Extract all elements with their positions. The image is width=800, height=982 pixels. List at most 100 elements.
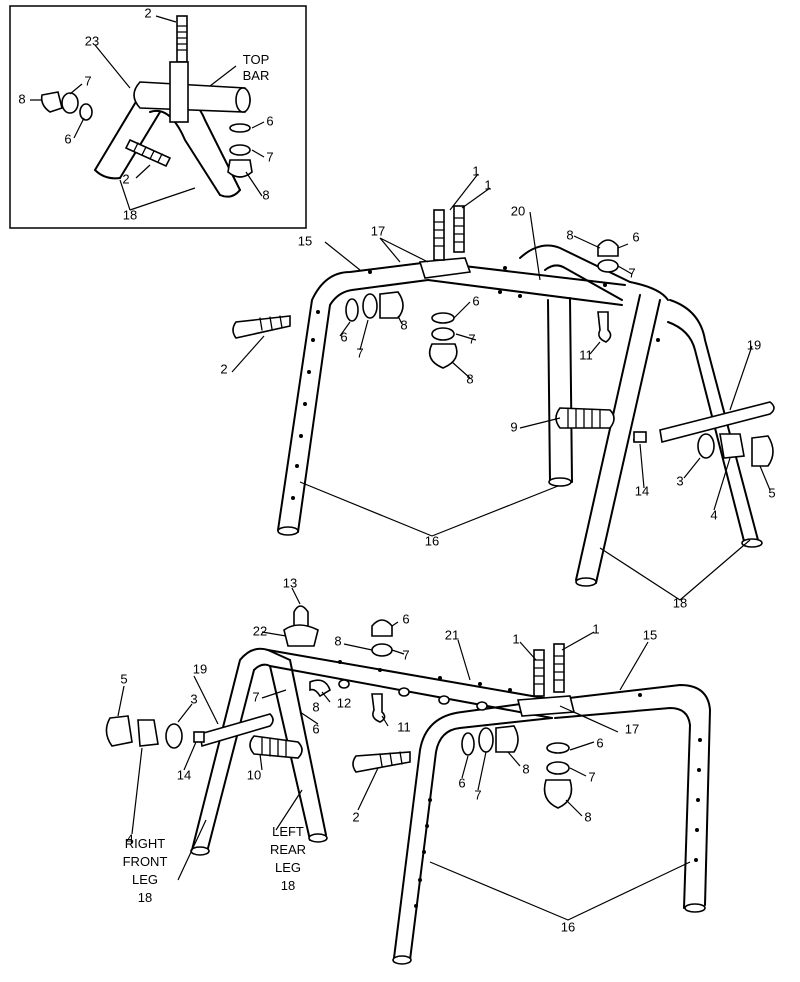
upper-label-20: 20 (511, 203, 525, 218)
lower-label-8h: 8 (522, 761, 529, 776)
upper-label-2: 2 (220, 361, 227, 376)
inset-lock-washer-left (61, 92, 79, 114)
lower-leaders (117, 587, 691, 921)
upper-label-7c: 7 (628, 265, 635, 280)
lower-nut-4 (137, 719, 159, 747)
inset-detail: 23 2 TOP BAR 7 8 6 2 6 7 8 18 (9, 5, 307, 229)
upper-bolt-1a (433, 209, 445, 261)
upper-rear-leg-foot (548, 477, 572, 487)
lower-label-5: 5 (120, 671, 127, 686)
lower-label-6f: 6 (402, 611, 409, 626)
inset-bolt-top (176, 15, 188, 63)
lower-washer-3 (165, 723, 183, 749)
inset-label-23: 23 (85, 33, 99, 48)
lower-bolt-threads (533, 655, 565, 685)
upper-cap-nut-5 (751, 435, 774, 467)
inset-label-2b: 2 (122, 171, 129, 186)
upper-left-leg-front (277, 261, 431, 531)
upper-label-15: 15 (298, 233, 312, 248)
lower-label-19: 19 (193, 661, 207, 676)
lower-bracket-22 (283, 624, 319, 647)
lower-frame: 13 22 6 8 7 21 1 1 15 5 19 3 7 8 12 6 11… (105, 575, 711, 965)
lower-cap-nut-6 (371, 619, 393, 637)
upper-right-arch (519, 244, 669, 301)
inset-label-18: 18 (123, 207, 137, 222)
lower-label-6h: 6 (458, 775, 465, 790)
lower-swing-arm-19 (199, 713, 274, 748)
upper-washer-6-left (345, 298, 359, 322)
lower-foot-right-front (392, 955, 412, 965)
lower-foot-right-rear (684, 903, 706, 913)
inset-label-7a: 7 (84, 73, 91, 88)
right-front-leg-line3: LEG (132, 872, 158, 887)
inset-label-top: TOP (243, 52, 270, 67)
lower-cap-nut-8-center (543, 779, 573, 809)
lower-s-hook-11 (371, 693, 386, 723)
left-rear-leg-line2: REAR (270, 842, 306, 857)
lower-lock-washer-7-left (478, 727, 494, 753)
upper-bolt-threads (433, 217, 465, 247)
inset-label-bar: BAR (243, 68, 270, 83)
lower-label-14: 14 (177, 767, 191, 782)
lower-top-bar (267, 649, 556, 719)
lower-right-front-arch (393, 699, 553, 961)
upper-lock-washer-7-left (362, 293, 378, 319)
lower-right-front-leg (191, 659, 255, 853)
left-rear-leg-line4: 18 (281, 878, 295, 893)
upper-lock-washer-7-center (431, 327, 455, 341)
inset-bolt-thread (176, 25, 188, 51)
upper-label-6c: 6 (632, 229, 639, 244)
upper-label-3: 3 (676, 473, 683, 488)
right-front-leg-line4: 18 (138, 890, 152, 905)
lower-label-7h: 7 (474, 787, 481, 802)
inset-label-6a: 6 (64, 131, 71, 146)
upper-cap-nut-8-left (379, 291, 404, 319)
upper-label-16: 16 (425, 533, 439, 548)
inset-bracket (169, 61, 189, 123)
inset-top-bar (133, 81, 251, 113)
upper-label-7d: 7 (356, 345, 363, 360)
upper-bracket-17 (418, 257, 472, 279)
lower-spacer-14 (193, 731, 205, 743)
upper-spacer-14 (633, 431, 647, 443)
lower-handle-grip-10 (249, 735, 303, 759)
upper-label-9: 9 (510, 419, 517, 434)
lower-label-3: 3 (190, 691, 197, 706)
upper-label-17: 17 (371, 223, 385, 238)
upper-frame: 1 1 17 20 15 8 6 7 2 6 7 8 6 7 8 11 19 9… (220, 163, 775, 610)
lower-label-7g: 7 (252, 689, 259, 704)
lower-label-2: 2 (352, 809, 359, 824)
upper-label-8e: 8 (466, 371, 473, 386)
upper-rear-leg (547, 297, 573, 483)
lower-holes (338, 660, 702, 908)
lower-washer-6-center (546, 742, 570, 754)
upper-bolt-2-thread (259, 315, 283, 331)
upper-label-19: 19 (747, 337, 761, 352)
lower-label-17: 17 (625, 721, 639, 736)
inset-washer-right (229, 123, 251, 133)
lower-label-16: 16 (561, 919, 575, 934)
inset-cap-nut-right (227, 159, 253, 178)
lower-foot-rear (308, 833, 328, 843)
upper-bolt-1b (453, 205, 465, 253)
upper-right-leg-front (575, 294, 661, 584)
lower-bracket-17 (516, 695, 576, 717)
upper-label-14: 14 (635, 483, 649, 498)
upper-leaders (231, 173, 771, 601)
lower-label-8i: 8 (584, 809, 591, 824)
upper-right-leg-rear (667, 299, 759, 546)
left-rear-leg-line1: LEFT (272, 824, 304, 839)
lower-bolt-1d (553, 643, 565, 693)
upper-label-1a: 1 (472, 163, 479, 178)
lower-cap-nut-8-left (495, 725, 519, 753)
lower-label-1c: 1 (512, 631, 519, 646)
upper-label-8c: 8 (566, 227, 573, 242)
inset-label-2a: 2 (144, 5, 151, 20)
upper-left-leg-back (297, 279, 429, 533)
lower-label-7i: 7 (588, 769, 595, 784)
right-front-leg-line2: FRONT (123, 854, 168, 869)
upper-label-11: 11 (579, 347, 593, 362)
lower-label-8g: 8 (312, 699, 319, 714)
lower-washer-6-left (461, 732, 475, 756)
inset-label-6b: 6 (266, 113, 273, 128)
